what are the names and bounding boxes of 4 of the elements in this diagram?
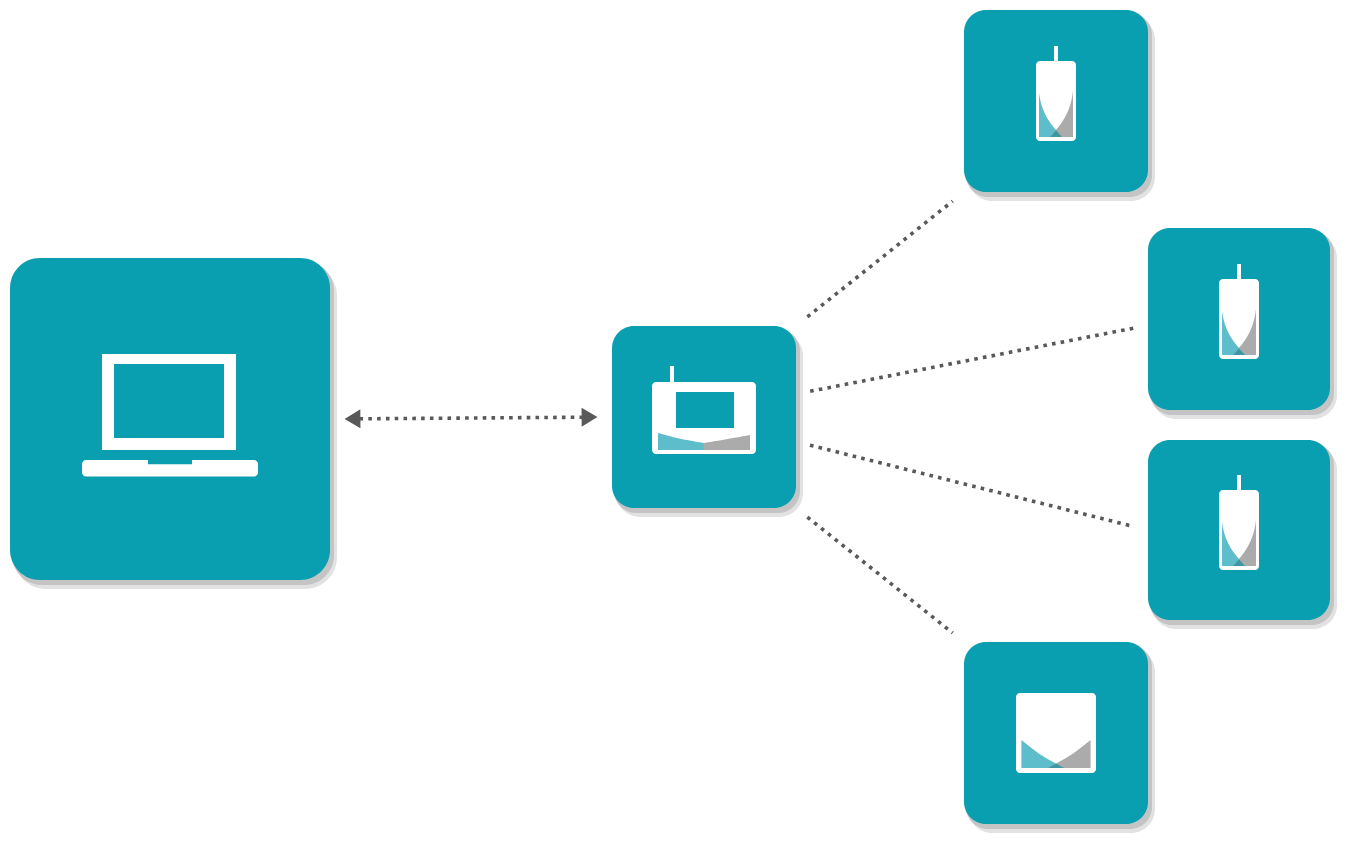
dotted-line	[809, 326, 1135, 394]
dotted-line	[809, 443, 1135, 529]
dotted-line	[806, 515, 954, 635]
dotted-line	[806, 199, 954, 319]
